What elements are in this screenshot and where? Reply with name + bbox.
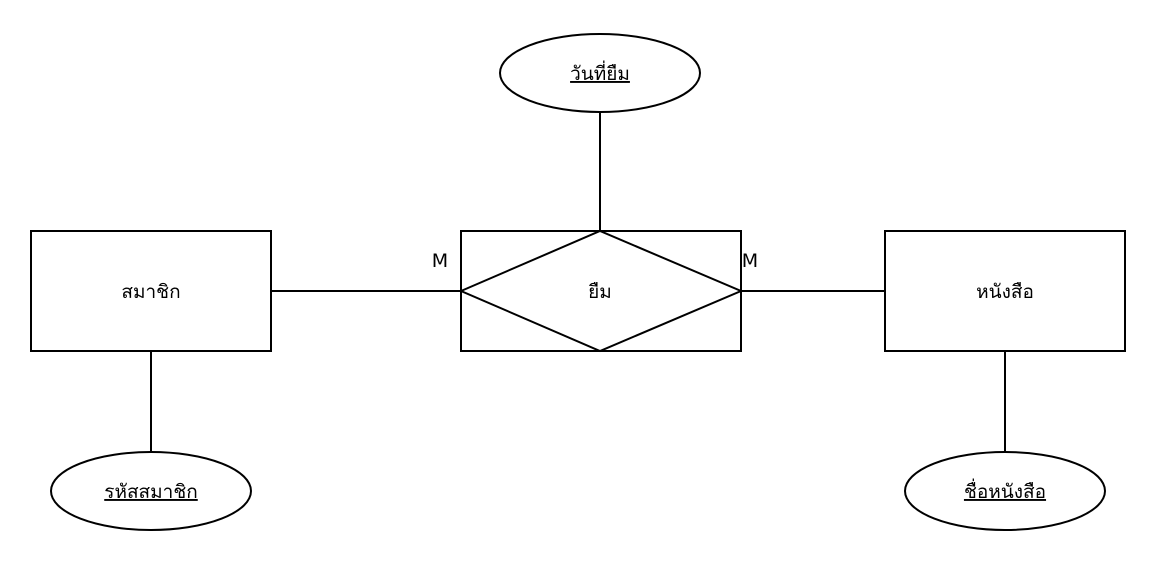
cardinality-left: M xyxy=(432,250,448,272)
attribute-member-id[interactable]: รหัสสมาชิก xyxy=(50,451,252,531)
entity-book-label: หนังสือ xyxy=(976,281,1034,303)
attribute-borrow-date-label: วันที่ยืม xyxy=(570,60,630,85)
entity-member-label: สมาชิก xyxy=(121,281,180,303)
attribute-book-name-label: ชื่อหนังสือ xyxy=(964,478,1046,503)
attribute-book-name[interactable]: ชื่อหนังสือ xyxy=(904,451,1106,531)
attribute-member-id-label: รหัสสมาชิก xyxy=(104,481,198,503)
cardinality-right: M xyxy=(742,250,758,272)
entity-book[interactable]: หนังสือ xyxy=(884,230,1126,352)
relationship-borrow[interactable]: ยืม xyxy=(458,229,744,353)
entity-member[interactable]: สมาชิก xyxy=(30,230,272,352)
relationship-borrow-label: ยืม xyxy=(588,281,612,303)
attribute-borrow-date[interactable]: วันที่ยืม xyxy=(499,33,701,113)
